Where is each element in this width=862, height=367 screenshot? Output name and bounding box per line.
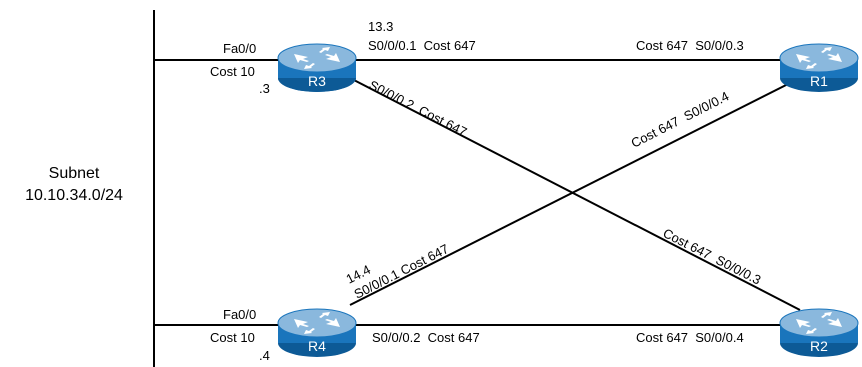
r3-lan-cost: Cost 10	[210, 64, 255, 79]
router-r2-label: R2	[810, 338, 828, 354]
router-arrows-icon	[294, 312, 340, 334]
router-r1-label: R1	[810, 73, 828, 89]
r4-lan-address: .4	[259, 348, 270, 363]
router-r3[interactable]: R3	[277, 43, 357, 92]
r2-diagonal-label: Cost 647 S0/0/0.3	[661, 225, 764, 287]
router-r3-label: R3	[308, 73, 326, 89]
router-r4[interactable]: R4	[277, 308, 357, 357]
link-r3-r2	[349, 77, 801, 311]
router-arrows-icon	[294, 47, 340, 69]
router-r4-label: R4	[308, 338, 326, 354]
router-r2[interactable]: R2	[779, 308, 859, 357]
r3-lan-interface: Fa0/0	[223, 41, 256, 56]
r4-lan-cost: Cost 10	[210, 330, 255, 345]
subnet-prefix: 10.10.34.0/24	[25, 187, 123, 204]
r3-serial-interface-cost: S0/0/0.1 Cost 647	[368, 38, 476, 53]
r2-serial-cost-interface: Cost 647 S0/0/0.4	[636, 330, 744, 345]
router-arrows-icon	[796, 312, 842, 334]
r3-serial-address: 13.3	[368, 19, 393, 34]
r4-serial-interface-cost: S0/0/0.2 Cost 647	[372, 330, 480, 345]
r3-lan-address: .3	[259, 81, 270, 96]
subnet-title: Subnet	[49, 165, 100, 182]
router-arrows-icon	[796, 47, 842, 69]
router-r1[interactable]: R1	[779, 43, 859, 92]
link-r4-r1	[349, 77, 801, 306]
r1-serial-cost-interface: Cost 647 S0/0/0.3	[636, 38, 744, 53]
r3-diagonal-label: S0/0/0.2 Cost 647	[367, 77, 470, 139]
r4-lan-interface: Fa0/0	[223, 307, 256, 322]
